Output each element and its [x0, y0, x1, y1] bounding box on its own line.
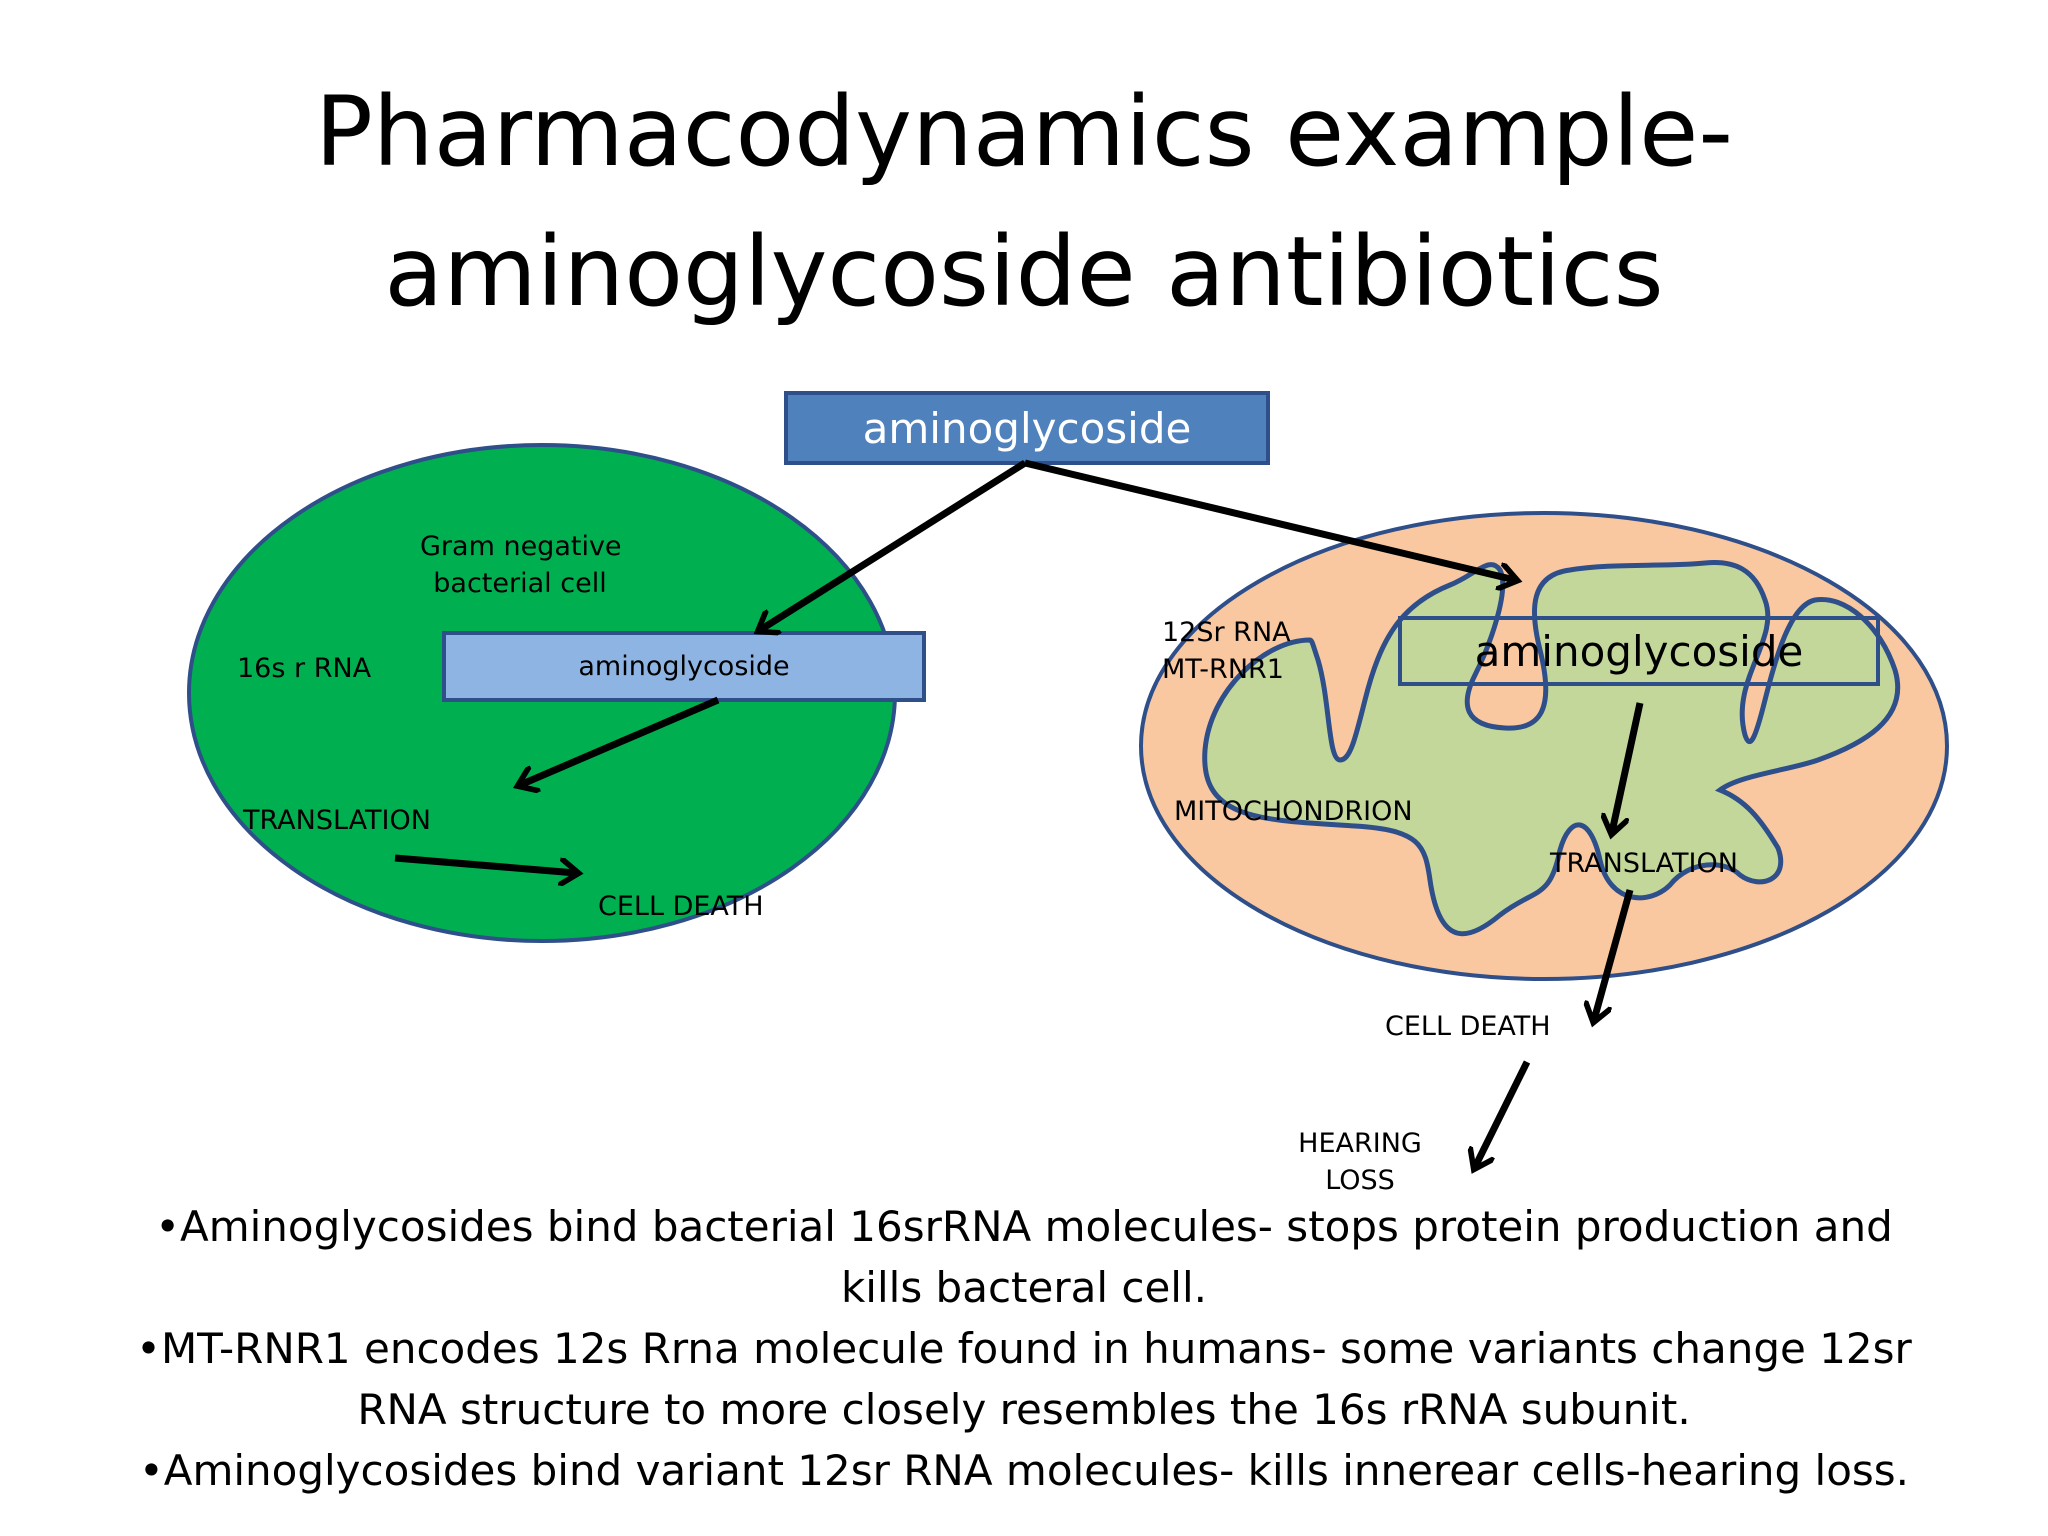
bacterial-cell-label: Gram negative bacterial cell [420, 528, 622, 602]
top-aminoglycoside-box [784, 391, 1270, 465]
note-1: •Aminoglycosides bind bacterial 16srRNA … [155, 1202, 1893, 1312]
top-aminoglycoside-label: aminoglycoside [862, 403, 1192, 453]
mitochondrion-label: MITOCHONDRION [1174, 796, 1413, 827]
notes: •Aminoglycosides bind bacterial 16srRNA … [110, 1196, 1938, 1501]
bacterial-cell-label-line-1: Gram negative [420, 531, 622, 562]
bacterial-translation-label: TRANSLATION [243, 805, 431, 836]
mito-rna-label: 12Sr RNA MT-RNR1 [1162, 614, 1291, 688]
mito-cell-death-label: CELL DEATH [1385, 1011, 1551, 1042]
bacterial-rna-label: 16s r RNA [237, 653, 372, 684]
bacterial-aminoglycoside-label: aminoglycoside [578, 651, 790, 682]
slide-title: Pharmacodynamics example- aminoglycoside… [0, 62, 2048, 342]
arrow-translation-to-cell-death [394, 854, 576, 873]
title-line-1: Pharmacodynamics example- [315, 76, 1733, 188]
note-2: •MT-RNR1 encodes 12s Rrna molecule found… [136, 1324, 1912, 1434]
arrow-mito-box-to-translation [1612, 702, 1644, 832]
note-3: •Aminoglycosides bind variant 12sr RNA m… [138, 1446, 1910, 1495]
arrow-top-to-bacterial [760, 460, 1027, 630]
mito-aminoglycoside-label: aminoglycoside [1474, 626, 1804, 676]
bacterial-cell-death-label: CELL DEATH [598, 891, 764, 922]
arrow-bacterial-box-to-translation [520, 696, 720, 785]
bacterial-aminoglycoside-box [442, 631, 926, 702]
hearing-loss-line-2: LOSS [1325, 1165, 1395, 1196]
mito-rna-label-line-1: 12Sr RNA [1162, 617, 1291, 648]
mito-translation-label: TRANSLATION [1550, 848, 1738, 879]
arrow-translation-to-cell-death-mito [1594, 889, 1634, 1020]
title-line-2: aminoglycoside antibiotics [384, 216, 1664, 328]
mito-rna-label-line-2: MT-RNR1 [1162, 654, 1284, 685]
arrow-top-to-mito [1024, 459, 1515, 580]
mito-aminoglycoside-box [1398, 616, 1880, 686]
bacterial-cell-label-line-2: bacterial cell [433, 568, 607, 599]
hearing-loss-label: HEARING LOSS [1280, 1125, 1440, 1199]
hearing-loss-line-1: HEARING [1298, 1128, 1422, 1159]
arrow-cell-death-to-hearing-loss [1475, 1060, 1531, 1167]
